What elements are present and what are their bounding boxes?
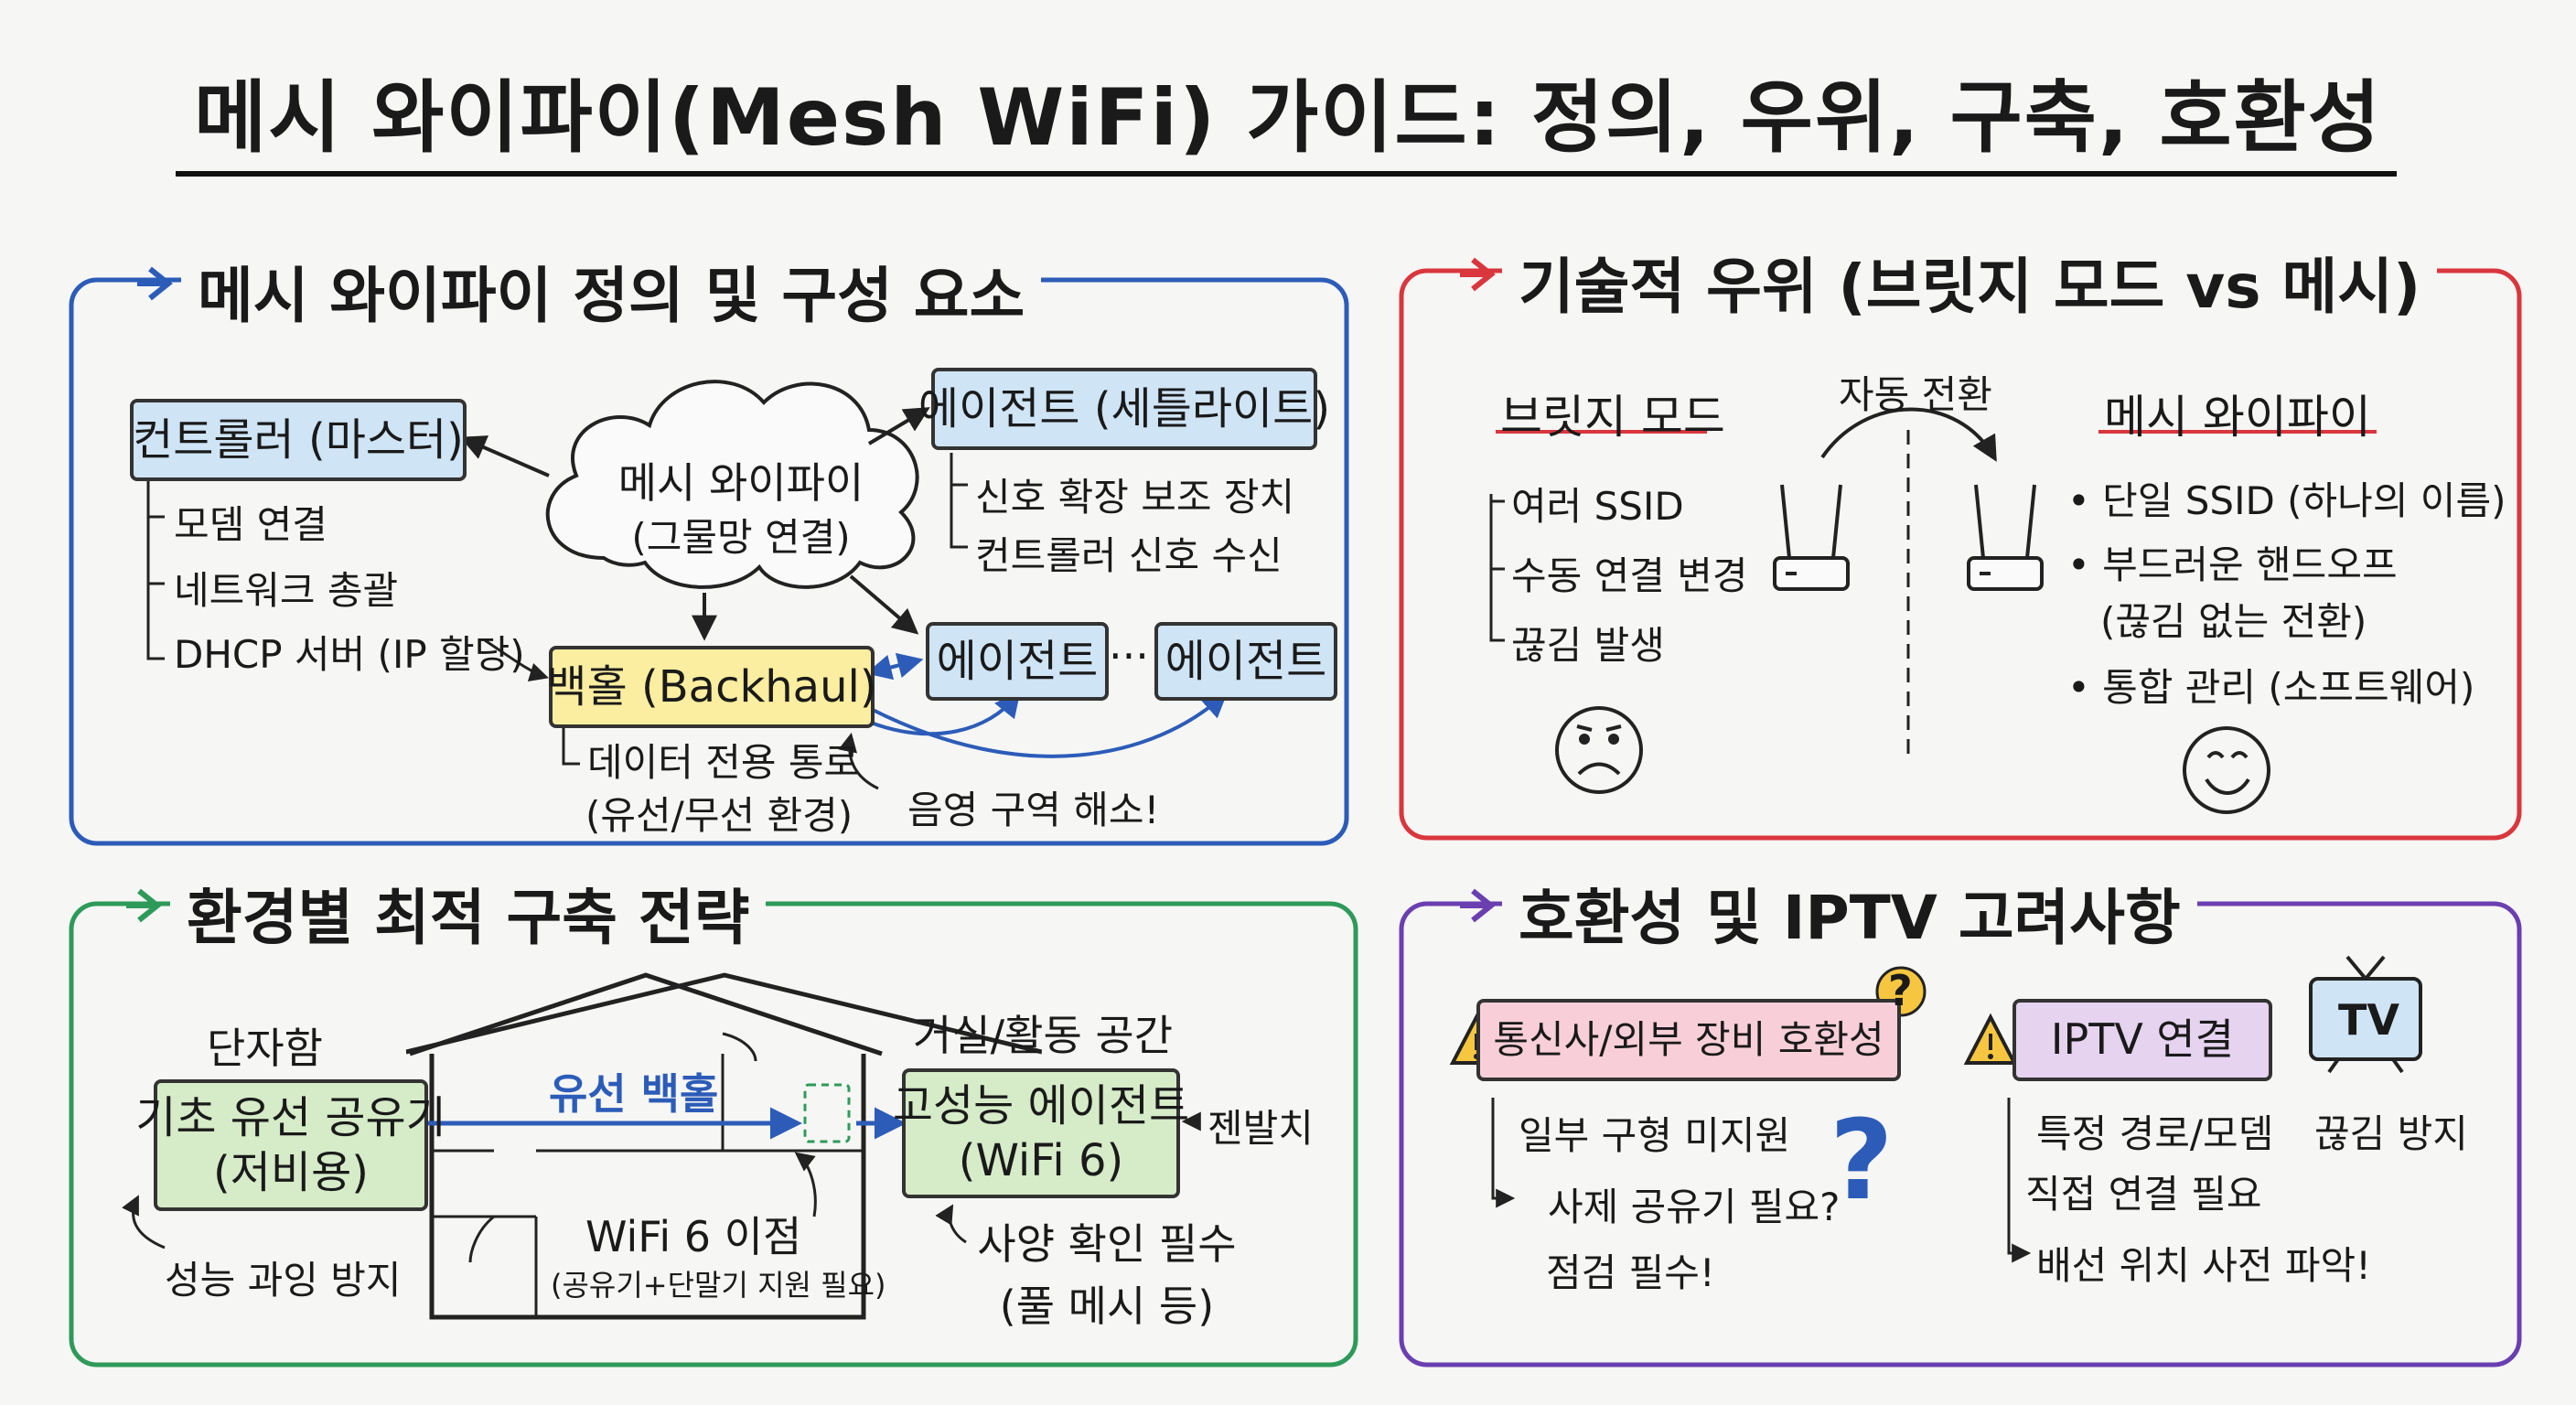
house-walls: [429, 1054, 866, 1320]
overkill-note: 성능 과잉 방지: [165, 1258, 402, 1303]
switch-arrow: [1820, 407, 1997, 462]
router-right-icon: [1967, 484, 2044, 591]
panel-compat-title: 호환성 및 IPTV 고려사항: [1502, 869, 2197, 957]
controller-item: 네트워크 총괄: [174, 568, 399, 613]
tv-note: 끊김 방지: [2314, 1111, 2468, 1156]
router-left-icon: [1773, 484, 1850, 591]
agent-dots: ···: [1109, 631, 1149, 681]
tv-icon: [2309, 955, 2422, 1074]
agent-line: 고성능 에이전트: [892, 1080, 1190, 1132]
spec-check-line: 사양 확인 필수: [977, 1219, 1237, 1269]
agent-item: 컨트롤러 신호 수신: [975, 533, 1283, 578]
basic-router-line: (저비용): [213, 1147, 369, 1198]
panel-definition-title: 메시 와이파이 정의 및 구성 요소: [181, 247, 1042, 335]
controller-item: DHCP 서버 (IP 할당): [174, 632, 525, 677]
agent-spot-icon: [803, 1083, 851, 1143]
panel2-title-arrow: [1460, 257, 1496, 292]
agent-box-a: 에이전트: [926, 622, 1109, 701]
panel4-title-arrow: [1460, 888, 1496, 923]
tv-label: TV: [2338, 995, 2399, 1045]
warning-icon-iptv: [1963, 1013, 2018, 1065]
backhaul-box: 백홀 (Backhaul): [546, 646, 877, 728]
cloud-label: 메시 와이파이: [617, 458, 864, 508]
panel1-title-arrow: [137, 266, 173, 301]
iptv-item: 직접 연결 필요: [2025, 1172, 2262, 1217]
agent-item: 신호 확장 보조 장치: [975, 475, 1295, 520]
basic-router-line: 기초 유선 공유기: [135, 1092, 446, 1143]
panel-strategy-title: 환경별 최적 구축 전략: [170, 869, 767, 957]
cloud-sublabel: (그물망 연결): [631, 515, 851, 560]
bridge-item: 수동 연결 변경: [1511, 553, 1748, 598]
isp-compat-box: 통신사/외부 장비 호환성: [1476, 999, 1901, 1081]
wired-backhaul-label: 유선 백홀: [549, 1069, 719, 1119]
bridge-item: 끊김 발생: [1511, 623, 1665, 668]
bridge-item: 여러 SSID: [1511, 484, 1684, 529]
high-performance-agent-box: 고성능 에이전트 (WiFi 6): [893, 1068, 1189, 1198]
cloud-shape: [545, 380, 919, 589]
smile-face-icon: [2183, 726, 2270, 814]
mesh-item: • 단일 SSID (하나의 이름): [2067, 478, 2506, 523]
wifi6-note: (공유기+단말기 지원 필요): [551, 1268, 886, 1303]
mesh-title: 메시 와이파이: [2104, 391, 2371, 444]
bridge-title: 브릿지 모드: [1500, 391, 1725, 444]
mesh-item: (끊김 없는 전환): [2100, 599, 2367, 644]
gen-label: 젠발치: [1208, 1106, 1314, 1151]
iptv-item: 배선 위치 사전 파악!: [2036, 1243, 2372, 1288]
controller-item: 모뎀 연결: [174, 502, 327, 547]
house-roof: [405, 972, 1043, 1055]
panel3-title-arrow: [126, 888, 162, 923]
agent-satellite-box: 에이전트 (세틀라이트): [918, 368, 1330, 450]
big-question-icon: ?: [1830, 1098, 1894, 1225]
page-title: 메시 와이파이(Mesh WiFi) 가이드: 정의, 우위, 구축, 호환성: [194, 72, 2382, 164]
living-space-label: 거실/활동 공간: [913, 1011, 1174, 1060]
backhaul-link-a: [870, 691, 1021, 736]
shadow-zone-note: 음영 구역 해소!: [907, 788, 1160, 832]
spec-check-line: (풀 메시 등): [999, 1282, 1215, 1331]
backhaul-link-b: [870, 692, 1229, 758]
sad-face-icon: [1555, 706, 1643, 794]
iptv-box: IPTV 연결: [2012, 999, 2272, 1081]
isp-item: 점검 필수!: [1546, 1250, 1715, 1295]
wifi6-label: WiFi 6 이점: [585, 1212, 802, 1261]
single-home-label: 단자함: [207, 1024, 323, 1073]
basic-router-box: 기초 유선 공유기 (저비용): [135, 1079, 446, 1211]
question-mark: ?: [1888, 966, 1913, 1015]
agent-line: (WiFi 6): [958, 1135, 1124, 1186]
controller-box: 컨트롤러 (마스터): [130, 399, 467, 481]
backhaul-item: (유선/무선 환경): [585, 793, 853, 838]
isp-item: 일부 구형 미지원: [1519, 1113, 1791, 1158]
switch-label: 자동 전환: [1839, 372, 1992, 417]
isp-item: 사제 공유기 필요?: [1548, 1185, 1841, 1229]
agent-box-b: 에이전트: [1154, 622, 1337, 701]
mesh-item: • 통합 관리 (소프트웨어): [2067, 665, 2475, 710]
panel-advantage-title: 기술적 우위 (브릿지 모드 vs 메시): [1502, 238, 2438, 326]
mesh-item: • 부드러운 핸드오프: [2067, 542, 2398, 587]
backhaul-item: 데이터 전용 통로: [587, 740, 860, 785]
iptv-item: 특정 경로/모뎀: [2036, 1111, 2274, 1156]
